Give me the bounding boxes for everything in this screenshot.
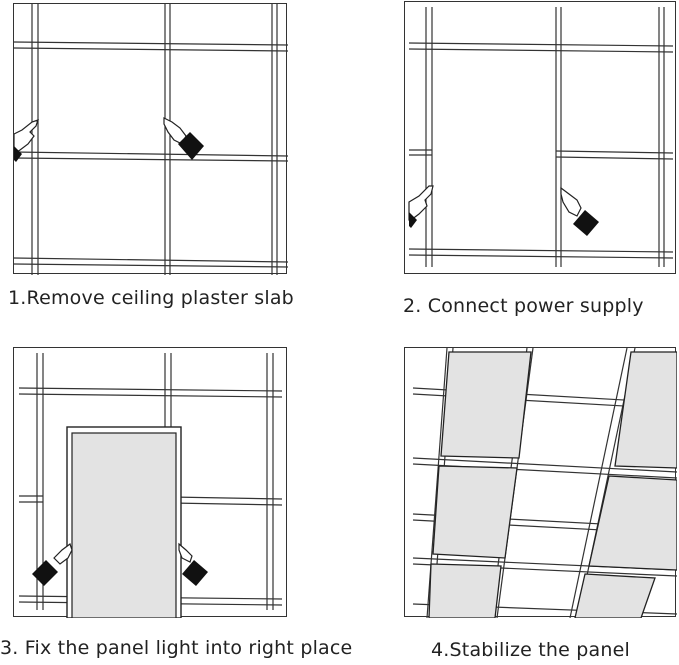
hand-icon	[163, 117, 204, 160]
installed-panel	[428, 351, 677, 618]
hand-icon	[32, 543, 73, 586]
step-2-illustration	[404, 1, 676, 274]
hand-icon	[178, 542, 208, 586]
panel-light	[66, 426, 182, 618]
hand-icon	[408, 185, 434, 228]
step-4-illustration	[404, 347, 677, 618]
step-1-illustration	[13, 3, 288, 275]
step-1-caption: 1.Remove ceiling plaster slab	[8, 287, 294, 309]
step-4-caption: 4.Stabilize the panel	[431, 639, 631, 661]
step-3-caption: 3. Fix the panel light into right place	[0, 637, 353, 659]
step-3-illustration	[13, 347, 287, 618]
step-2-caption: 2. Connect power supply	[403, 295, 644, 317]
hand-icon	[14, 119, 39, 162]
hand-icon	[560, 186, 599, 236]
